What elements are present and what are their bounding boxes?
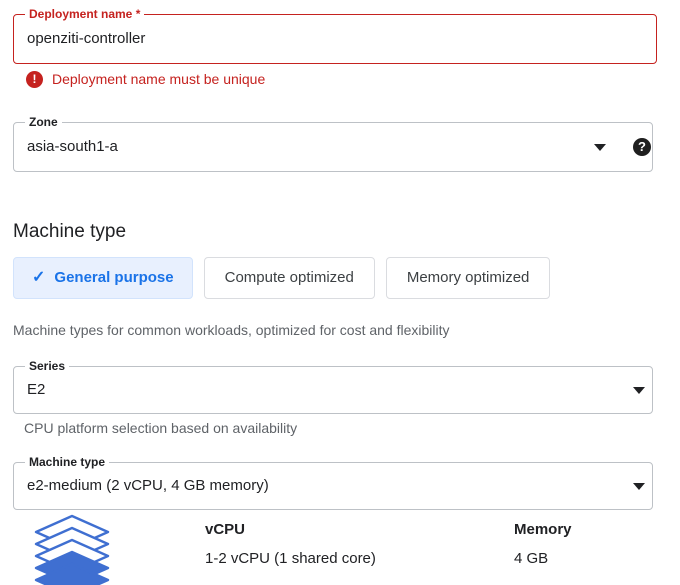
chevron-down-icon[interactable] <box>594 144 606 151</box>
zone-selected-value: asia-south1-a <box>27 138 118 155</box>
error-exclamation-icon: ! <box>26 71 43 88</box>
machine-family-tabs: ✓ General purpose Compute optimized Memo… <box>13 257 551 299</box>
spec-value-memory: 4 GB <box>514 550 549 567</box>
chevron-down-icon[interactable] <box>633 387 645 394</box>
tab-general-purpose-label: General purpose <box>54 269 174 286</box>
deployment-name-input-value[interactable]: openziti-controller <box>27 30 146 47</box>
machine-type-label: Machine type <box>25 455 110 469</box>
series-label: Series <box>25 359 70 373</box>
spec-header-memory: Memory <box>514 521 572 538</box>
tab-compute-optimized-label: Compute optimized <box>224 269 354 286</box>
tab-compute-optimized[interactable]: Compute optimized <box>203 257 375 299</box>
zone-label: Zone <box>25 115 62 129</box>
tab-memory-optimized[interactable]: Memory optimized <box>385 257 551 299</box>
deployment-name-label: Deployment name * <box>25 7 145 21</box>
deployment-name-error-text: Deployment name must be unique <box>52 71 266 87</box>
deployment-name-error: ! Deployment name must be unique <box>26 71 265 88</box>
check-icon: ✓ <box>32 269 46 286</box>
tab-general-purpose[interactable]: ✓ General purpose <box>13 257 193 299</box>
series-helper-text: CPU platform selection based on availabi… <box>24 420 298 436</box>
machine-type-section-title: Machine type <box>13 221 127 242</box>
spec-header-vcpu: vCPU <box>205 521 246 538</box>
stacked-layers-icon <box>34 514 110 585</box>
machine-family-description: Machine types for common workloads, opti… <box>13 322 450 338</box>
machine-type-selected-value: e2-medium (2 vCPU, 4 GB memory) <box>27 477 269 494</box>
series-selected-value: E2 <box>27 381 46 398</box>
series-select[interactable]: Series E2 <box>13 359 653 414</box>
help-question-icon[interactable]: ? <box>633 138 651 156</box>
deployment-name-field[interactable]: Deployment name * openziti-controller <box>13 7 657 64</box>
deployment-name-label-text: Deployment name <box>29 7 133 21</box>
chevron-down-icon[interactable] <box>633 483 645 490</box>
spec-value-vcpu: 1-2 vCPU (1 shared core) <box>205 550 376 567</box>
required-asterisk: * <box>135 7 141 21</box>
zone-select[interactable]: Zone asia-south1-a ? <box>13 115 653 172</box>
machine-type-select[interactable]: Machine type e2-medium (2 vCPU, 4 GB mem… <box>13 455 653 510</box>
tab-memory-optimized-label: Memory optimized <box>406 269 530 286</box>
